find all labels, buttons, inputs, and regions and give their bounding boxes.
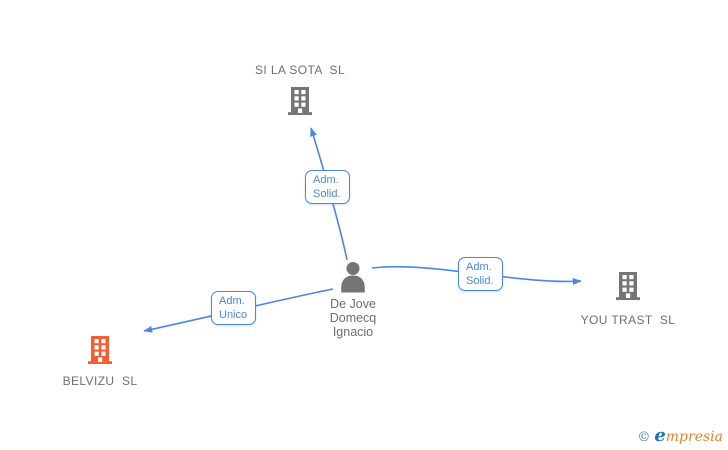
company-node-si-la-sota[interactable]: SI LA SOTA SL [220, 63, 380, 115]
building-icon[interactable] [615, 272, 641, 300]
person-name-label: De Jove Domecq Ignacio [329, 297, 377, 339]
person-node-de-jove-domecq-ignacio[interactable]: De Jove Domecq Ignacio [273, 261, 433, 339]
company-name-label: YOU TRAST SL [580, 313, 676, 327]
company-node-you-trast[interactable]: YOU TRAST SL [548, 272, 708, 327]
building-icon[interactable] [287, 87, 313, 115]
person-icon[interactable] [338, 261, 368, 294]
empresia-logo-text: mpresia [665, 429, 723, 445]
edge-label-adm-solid-si-la-sota[interactable]: Adm. Solid. [305, 170, 350, 204]
building-icon[interactable] [87, 336, 113, 364]
company-name-label: BELVIZU SL [62, 374, 138, 388]
empresia-logo-initial: e [654, 425, 666, 446]
empresia-watermark: ©empresia [637, 425, 723, 446]
company-node-belvizu[interactable]: BELVIZU SL [20, 336, 180, 388]
copyright-icon: © [637, 430, 651, 445]
company-name-label: SI LA SOTA SL [254, 63, 346, 77]
edge-label-adm-unico-belvizu[interactable]: Adm. Unico [211, 291, 256, 325]
edge-label-adm-solid-you-trast[interactable]: Adm. Solid. [458, 257, 503, 291]
